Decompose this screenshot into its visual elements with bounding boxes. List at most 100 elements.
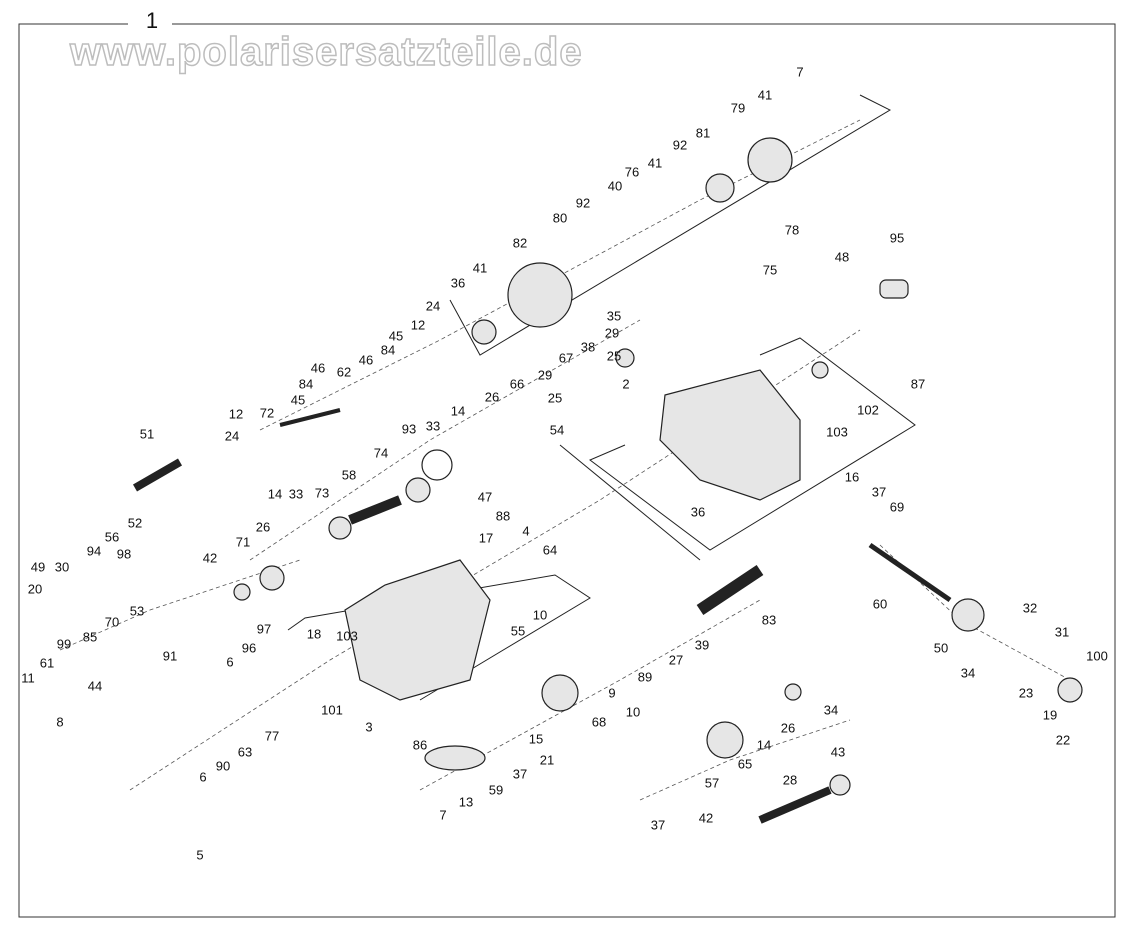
part-label[interactable]: 34 xyxy=(960,665,976,681)
part-label[interactable]: 103 xyxy=(826,424,848,440)
part-label[interactable]: 70 xyxy=(104,614,120,630)
part-label[interactable]: 14 xyxy=(450,403,466,419)
part-label[interactable]: 2 xyxy=(622,376,630,392)
part-label[interactable]: 26 xyxy=(780,720,796,736)
part-label[interactable]: 42 xyxy=(698,810,714,826)
part-label[interactable]: 6 xyxy=(226,654,234,670)
part-label[interactable]: 62 xyxy=(336,364,352,380)
part-label[interactable]: 100 xyxy=(1086,648,1108,664)
part-label[interactable]: 5 xyxy=(196,847,204,863)
part-label[interactable]: 41 xyxy=(757,87,773,103)
part-label[interactable]: 59 xyxy=(488,782,504,798)
part-label[interactable]: 39 xyxy=(694,637,710,653)
part-label[interactable]: 46 xyxy=(310,360,326,376)
part-label[interactable]: 54 xyxy=(549,422,565,438)
part-label[interactable]: 10 xyxy=(532,607,548,623)
part-label[interactable]: 9 xyxy=(608,685,616,701)
part-label[interactable]: 87 xyxy=(910,376,926,392)
part-label[interactable]: 103 xyxy=(336,628,358,644)
part-label[interactable]: 33 xyxy=(288,486,304,502)
part-label[interactable]: 84 xyxy=(380,342,396,358)
part-label[interactable]: 7 xyxy=(796,64,804,80)
part-label[interactable]: 37 xyxy=(512,766,528,782)
part-label[interactable]: 84 xyxy=(298,376,314,392)
part-label[interactable]: 53 xyxy=(129,603,145,619)
part-label[interactable]: 31 xyxy=(1054,624,1070,640)
part-label[interactable]: 65 xyxy=(737,756,753,772)
part-label[interactable]: 56 xyxy=(104,529,120,545)
part-label[interactable]: 38 xyxy=(580,339,596,355)
part-label[interactable]: 58 xyxy=(341,467,357,483)
part-label[interactable]: 79 xyxy=(730,100,746,116)
part-label[interactable]: 22 xyxy=(1055,732,1071,748)
part-label[interactable]: 61 xyxy=(39,655,55,671)
part-label[interactable]: 90 xyxy=(215,758,231,774)
part-label[interactable]: 27 xyxy=(668,652,684,668)
part-label[interactable]: 93 xyxy=(401,421,417,437)
part-label[interactable]: 50 xyxy=(933,640,949,656)
part-label[interactable]: 85 xyxy=(82,629,98,645)
part-label[interactable]: 44 xyxy=(87,678,103,694)
part-label[interactable]: 41 xyxy=(647,155,663,171)
part-label[interactable]: 18 xyxy=(306,626,322,642)
part-label[interactable]: 35 xyxy=(606,308,622,324)
part-label[interactable]: 6 xyxy=(199,769,207,785)
part-label[interactable]: 86 xyxy=(412,737,428,753)
part-label[interactable]: 55 xyxy=(510,623,526,639)
part-label[interactable]: 96 xyxy=(241,640,257,656)
part-label[interactable]: 30 xyxy=(54,559,70,575)
part-label[interactable]: 101 xyxy=(321,702,343,718)
part-label[interactable]: 89 xyxy=(637,669,653,685)
part-label[interactable]: 21 xyxy=(539,752,555,768)
part-label[interactable]: 69 xyxy=(889,499,905,515)
part-label[interactable]: 52 xyxy=(127,515,143,531)
part-label[interactable]: 81 xyxy=(695,125,711,141)
part-label[interactable]: 66 xyxy=(509,376,525,392)
part-label[interactable]: 99 xyxy=(56,636,72,652)
part-label[interactable]: 32 xyxy=(1022,600,1038,616)
part-label[interactable]: 36 xyxy=(450,275,466,291)
part-label[interactable]: 25 xyxy=(547,390,563,406)
part-label[interactable]: 15 xyxy=(528,731,544,747)
part-label[interactable]: 29 xyxy=(604,325,620,341)
part-label[interactable]: 46 xyxy=(358,352,374,368)
part-label[interactable]: 34 xyxy=(823,702,839,718)
part-label[interactable]: 48 xyxy=(834,249,850,265)
part-label[interactable]: 16 xyxy=(844,469,860,485)
part-label[interactable]: 73 xyxy=(314,485,330,501)
part-label[interactable]: 60 xyxy=(872,596,888,612)
part-label[interactable]: 36 xyxy=(690,504,706,520)
part-label[interactable]: 95 xyxy=(889,230,905,246)
part-label[interactable]: 17 xyxy=(478,530,494,546)
part-label[interactable]: 4 xyxy=(522,523,530,539)
part-label[interactable]: 33 xyxy=(425,418,441,434)
part-label[interactable]: 10 xyxy=(625,704,641,720)
part-label[interactable]: 45 xyxy=(388,328,404,344)
part-label[interactable]: 25 xyxy=(606,348,622,364)
part-label[interactable]: 49 xyxy=(30,559,46,575)
part-label[interactable]: 7 xyxy=(439,807,447,823)
part-label[interactable]: 57 xyxy=(704,775,720,791)
part-label[interactable]: 63 xyxy=(237,744,253,760)
part-label[interactable]: 72 xyxy=(259,405,275,421)
part-label[interactable]: 91 xyxy=(162,648,178,664)
part-label[interactable]: 26 xyxy=(255,519,271,535)
part-label[interactable]: 12 xyxy=(228,406,244,422)
part-label[interactable]: 64 xyxy=(542,542,558,558)
part-label[interactable]: 42 xyxy=(202,550,218,566)
part-label[interactable]: 76 xyxy=(624,164,640,180)
part-label[interactable]: 28 xyxy=(782,772,798,788)
part-label[interactable]: 40 xyxy=(607,178,623,194)
part-label[interactable]: 19 xyxy=(1042,707,1058,723)
part-label[interactable]: 24 xyxy=(425,298,441,314)
part-label[interactable]: 83 xyxy=(761,612,777,628)
part-label[interactable]: 98 xyxy=(116,546,132,562)
part-label[interactable]: 41 xyxy=(472,260,488,276)
part-label[interactable]: 88 xyxy=(495,508,511,524)
part-label[interactable]: 68 xyxy=(591,714,607,730)
part-label[interactable]: 13 xyxy=(458,794,474,810)
part-label[interactable]: 51 xyxy=(139,426,155,442)
part-label[interactable]: 94 xyxy=(86,543,102,559)
part-label[interactable]: 97 xyxy=(256,621,272,637)
part-label[interactable]: 37 xyxy=(650,817,666,833)
